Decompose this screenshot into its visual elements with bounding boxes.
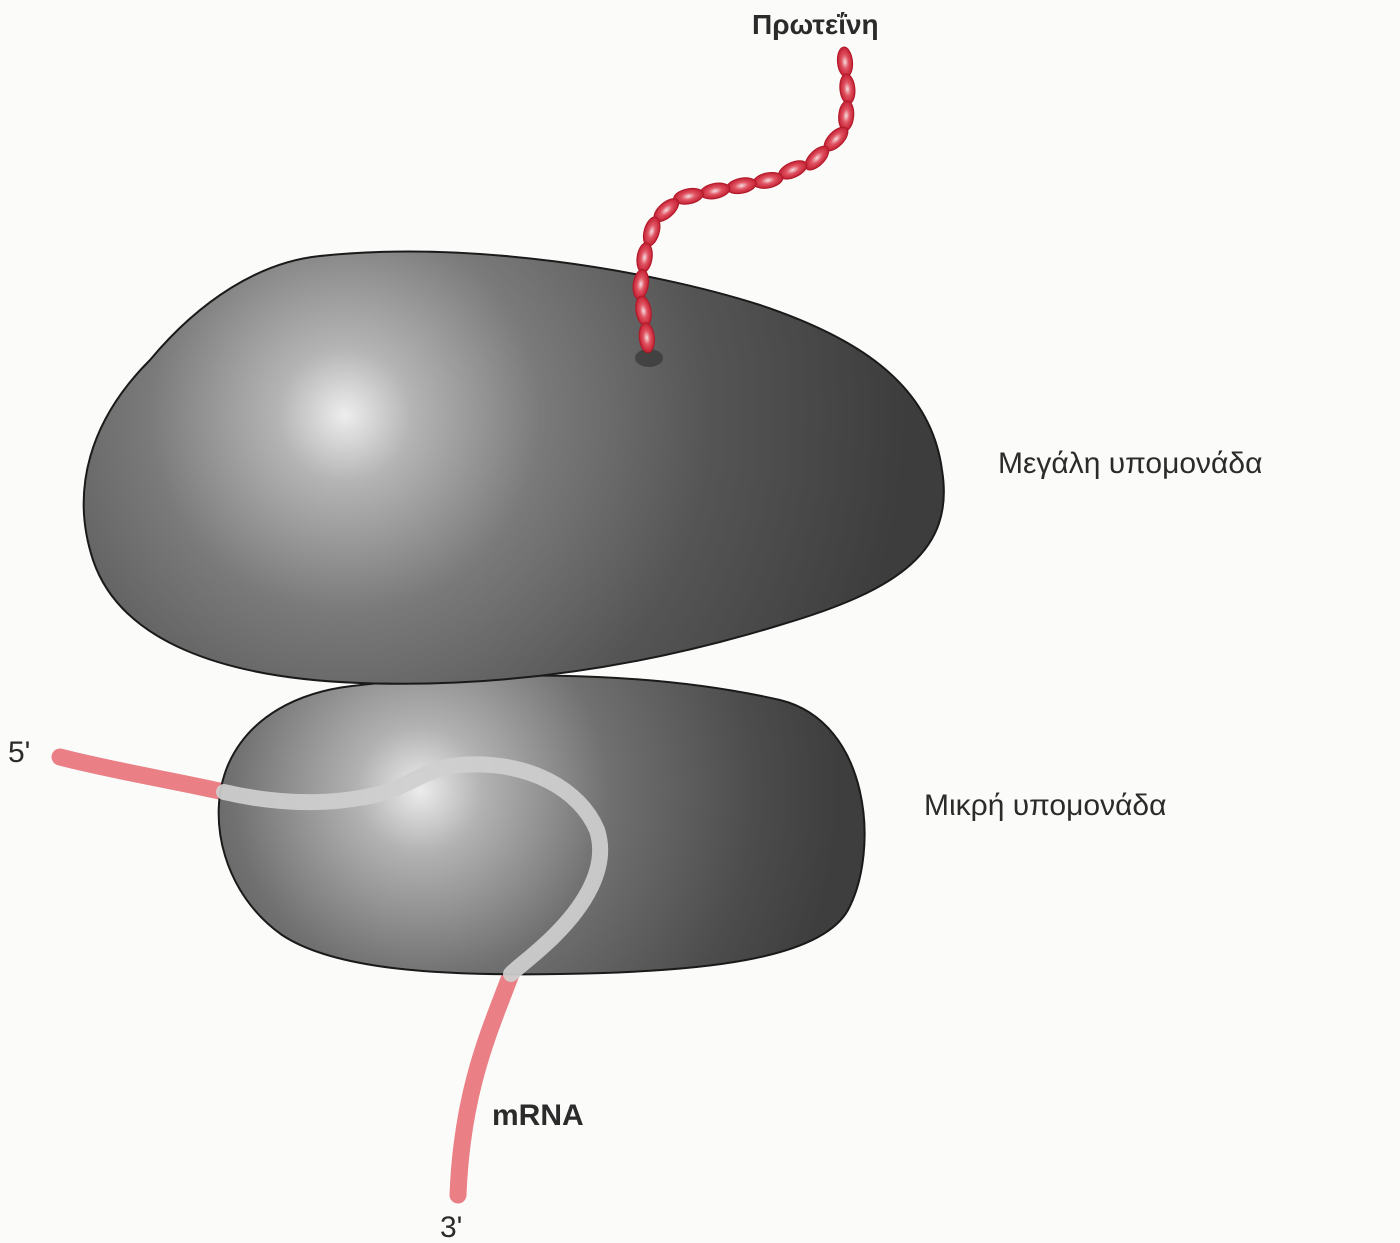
amino-acid-bead	[699, 181, 731, 202]
mrna-strand-3prime	[458, 974, 511, 1195]
mrna-strand-5prime	[60, 757, 224, 792]
large-subunit-label: Μεγάλη υπομονάδα	[998, 447, 1262, 480]
large-subunit	[84, 252, 944, 684]
mrna-label: mRNA	[492, 1099, 584, 1132]
small-subunit	[219, 676, 865, 975]
three-prime-label: 3'	[440, 1211, 462, 1243]
amino-acid-bead	[839, 73, 857, 104]
amino-acid-bead	[837, 100, 855, 131]
protein-label: Πρωτεΐνη	[752, 9, 879, 40]
amino-acid-bead	[725, 175, 757, 196]
five-prime-label: 5'	[8, 736, 30, 769]
amino-acid-bead	[635, 242, 654, 274]
small-subunit-label: Μικρή υπομονάδα	[924, 789, 1166, 822]
amino-acid-bead	[836, 46, 854, 77]
